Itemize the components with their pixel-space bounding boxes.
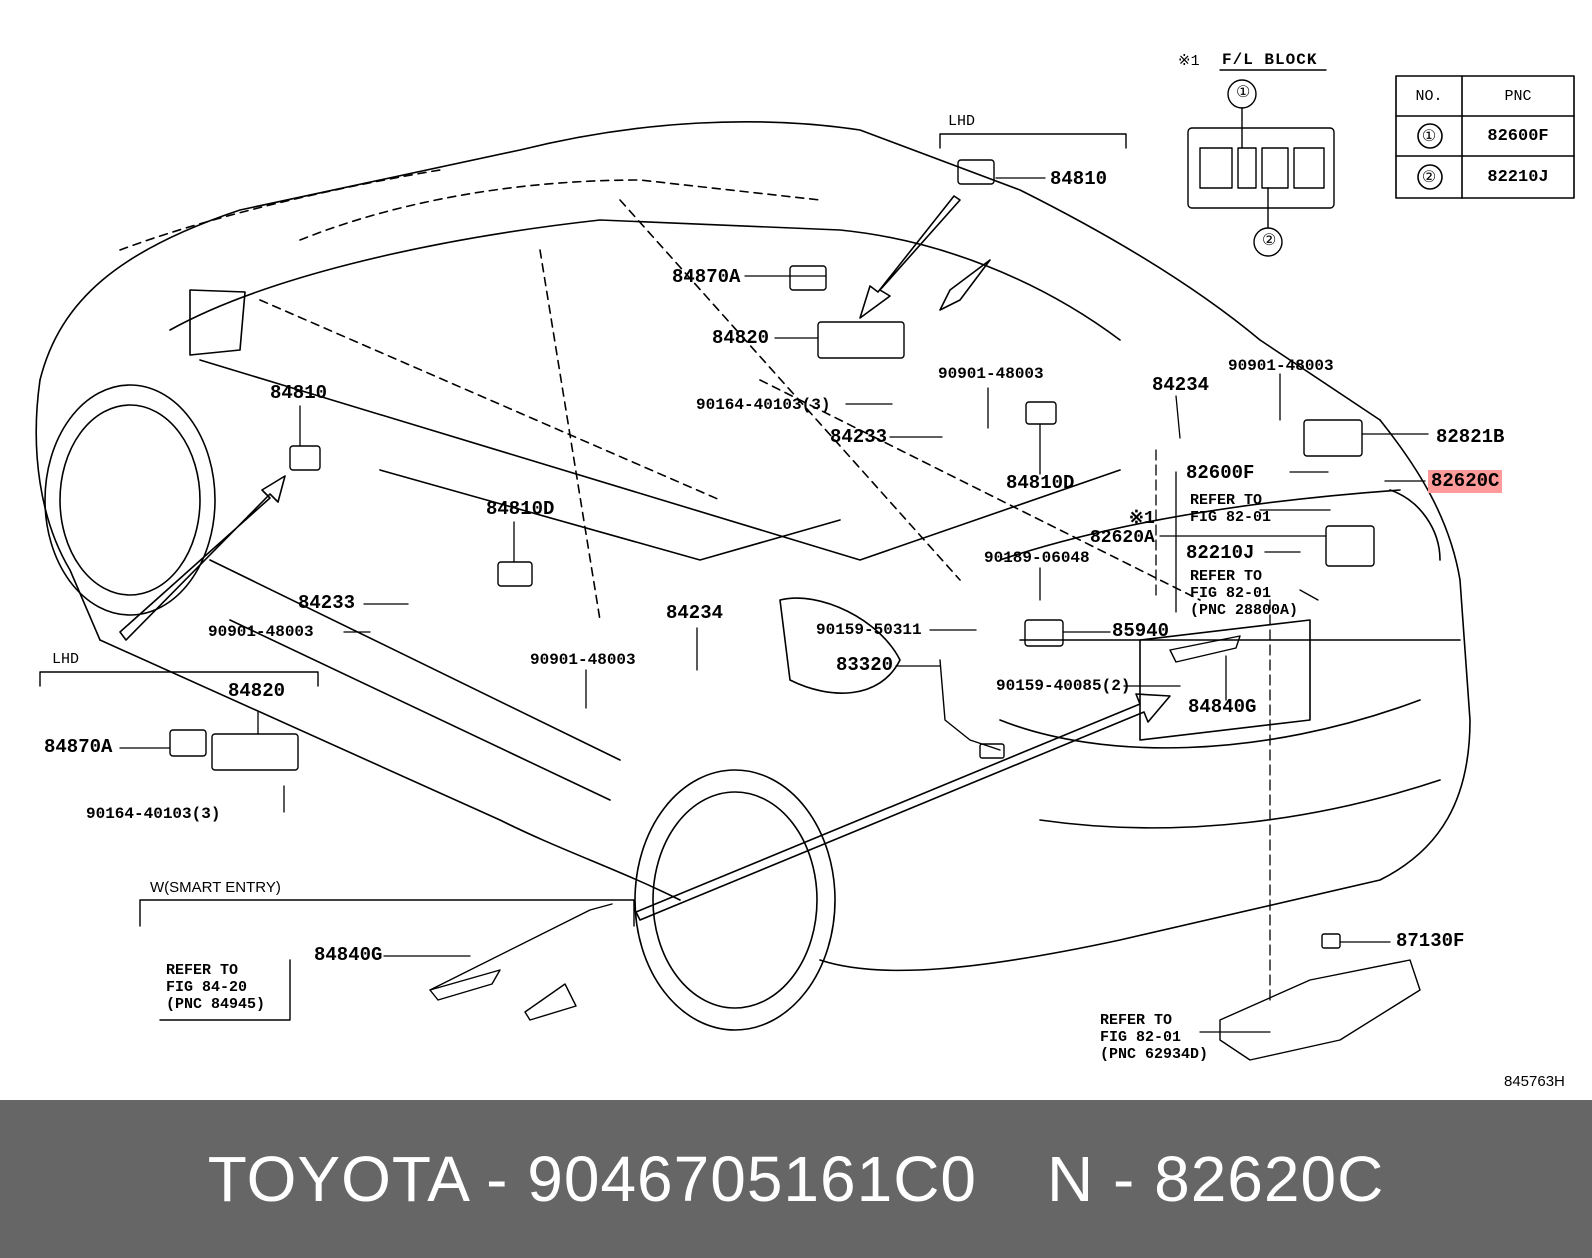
part-label-84840g[interactable]: 84840G — [1188, 696, 1257, 718]
part-label-90159-40085[interactable]: 90159-40085(2) — [996, 677, 1131, 695]
part-label-90189-06048[interactable]: 90189-06048 — [984, 549, 1090, 567]
part-label-90164-40103[interactable]: 90164-40103(3) — [86, 805, 221, 823]
part-label-83320[interactable]: 83320 — [836, 654, 894, 676]
pnc-table-row-pnc: 82210J — [1487, 167, 1549, 187]
pnc-table-header-pnc: PNC — [1504, 87, 1532, 105]
part-label-84233[interactable]: 84233 — [830, 426, 888, 448]
fl-block-mark: ※1 — [1178, 53, 1200, 70]
pointer-arrows — [119, 195, 1171, 921]
refer-note[interactable]: REFER TO FIG 82-01 (PNC 28800A) — [1190, 568, 1299, 619]
fl-callout-2: ② — [1262, 232, 1277, 250]
part-label-82821b[interactable]: 82821B — [1436, 426, 1505, 448]
section-smart-entry: W(SMART ENTRY) — [150, 879, 281, 896]
section-lhd-top: LHD — [948, 113, 976, 130]
section-brackets — [39, 69, 1327, 1021]
part-label-82600f[interactable]: 82600F — [1186, 462, 1255, 484]
part-label-84810d[interactable]: 84810D — [1006, 472, 1075, 494]
part-label-82210j[interactable]: 82210J — [1186, 542, 1255, 564]
section-lhd-left: LHD — [52, 651, 80, 668]
pnc-table-row-no: ② — [1421, 169, 1437, 187]
part-label-85940[interactable]: 85940 — [1112, 620, 1170, 642]
part-label-84810[interactable]: 84810 — [270, 382, 328, 404]
fl-block-title: F/L BLOCK — [1222, 51, 1318, 69]
part-label-90901-48003[interactable]: 90901-48003 — [208, 623, 314, 641]
wheels — [44, 384, 836, 1031]
leader-lines — [119, 177, 1429, 1033]
part-label-84840g[interactable]: 84840G — [314, 944, 383, 966]
footer-pnc-reference: N - 82620C — [1047, 1143, 1385, 1215]
part-shapes — [169, 159, 1421, 1061]
diagram-id: 845763H — [1504, 1073, 1565, 1090]
part-label-84233[interactable]: 84233 — [298, 592, 356, 614]
pnc-table-row-no: ① — [1421, 128, 1437, 146]
parts-diagram: ※1 F/L BLOCK ① ② NO. PNC ① 82600F ② 8221… — [35, 51, 1575, 1090]
part-label-82620c-highlighted[interactable]: 82620C — [1428, 470, 1503, 493]
footer-brand-part-number: TOYOTA - 9046705161C0 — [207, 1143, 978, 1215]
part-label-84810d[interactable]: 84810D — [486, 498, 555, 520]
car-body — [35, 121, 1471, 972]
part-label-90901-48003[interactable]: 90901-48003 — [1228, 357, 1334, 375]
footer-bar: TOYOTA - 9046705161C0 N - 82620C — [0, 1100, 1592, 1258]
part-label-84810[interactable]: 84810 — [1050, 168, 1108, 190]
fl-callout-1: ① — [1236, 84, 1251, 102]
part-label-84820[interactable]: 84820 — [712, 327, 770, 349]
refer-note[interactable]: REFER TO FIG 82-01 — [1190, 492, 1272, 526]
car-outline-drawing — [35, 69, 1575, 1061]
part-label-84870a[interactable]: 84870A — [44, 736, 113, 758]
part-label-84820[interactable]: 84820 — [228, 680, 286, 702]
pnc-table-header-no: NO. — [1415, 87, 1443, 105]
pnc-table-grid — [1395, 75, 1575, 199]
part-label-87130f[interactable]: 87130F — [1396, 930, 1465, 952]
part-label-84234[interactable]: 84234 — [1152, 374, 1210, 396]
part-label-84870a[interactable]: 84870A — [672, 266, 741, 288]
fl-block-drawing — [1187, 79, 1335, 257]
refer-note[interactable]: REFER TO FIG 82-01 (PNC 62934D) — [1100, 1012, 1209, 1063]
part-label-90159-50311[interactable]: 90159-50311 — [816, 621, 922, 639]
pnc-table-row-pnc: 82600F — [1487, 126, 1549, 146]
part-label-90901-48003[interactable]: 90901-48003 — [530, 651, 636, 669]
refer-note[interactable]: REFER TO FIG 84-20 (PNC 84945) — [166, 962, 266, 1013]
part-label-90901-48003[interactable]: 90901-48003 — [938, 365, 1044, 383]
part-label-90164-40103[interactable]: 90164-40103(3) — [696, 396, 831, 414]
part-label-84234[interactable]: 84234 — [666, 602, 724, 624]
part-label-82620a[interactable]: ※1 82620A — [1090, 509, 1155, 548]
